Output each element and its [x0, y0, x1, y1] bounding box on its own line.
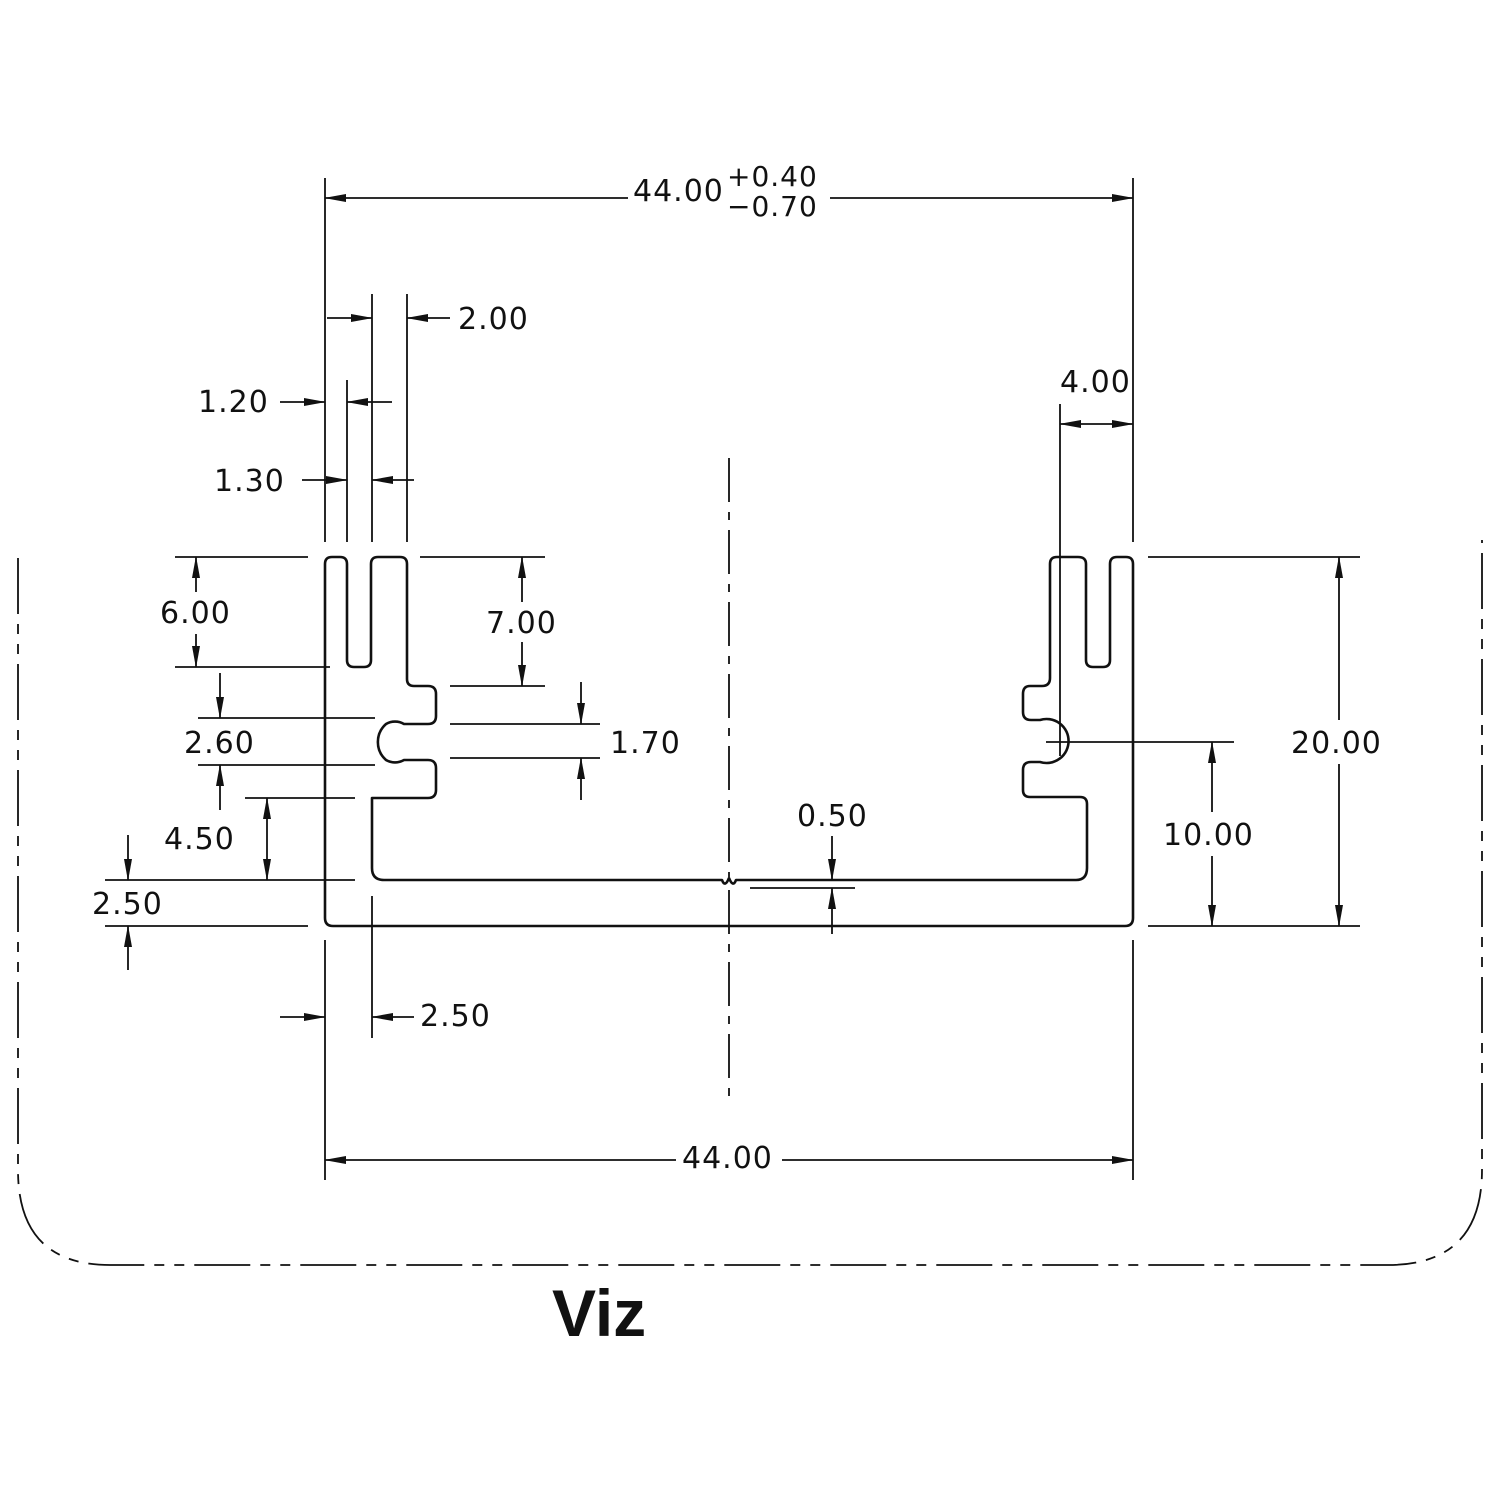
- dim-text-notch-span: 2.60: [184, 726, 255, 761]
- dim-text-base-thickness: 2.50: [92, 887, 163, 922]
- dim-text-overall-bottom: 44.00: [682, 1141, 773, 1176]
- dim-overall-top: 44.00 +0.40 −0.70: [324, 160, 1134, 223]
- dim-text-slot-offset: 2.00: [458, 302, 529, 337]
- dim-text-hole-dia: 1.70: [610, 726, 681, 761]
- dim-overall-height: 20.00: [1291, 556, 1382, 927]
- dim-text-slot-depth-6: 6.00: [160, 596, 231, 631]
- dim-wall-thickness: 2.50: [280, 999, 491, 1034]
- dim-text-slot-depth-7: 7.00: [486, 606, 557, 641]
- dim-text-overall-height: 20.00: [1291, 726, 1382, 761]
- part-profile-right: [727, 555, 1135, 928]
- dim-step-height: 4.50: [164, 797, 271, 881]
- dim-text-slot-width: 1.20: [198, 385, 269, 420]
- dim-overall-bottom: 44.00: [324, 1141, 1134, 1176]
- dim-text-overall-top: 44.00: [633, 174, 724, 209]
- dim-text-hole-height: 10.00: [1163, 818, 1254, 853]
- dim-text-groove-depth: 0.50: [797, 799, 868, 834]
- dim-notch-span: 2.60: [184, 673, 255, 810]
- phantom-outline: [17, 540, 1483, 1266]
- dim-text-step-height: 4.50: [164, 822, 235, 857]
- dim-slot-offset: 2.00: [327, 302, 529, 337]
- dim-slot-depth-6: 6.00: [160, 556, 231, 668]
- dim-hole-height: 10.00: [1163, 741, 1254, 927]
- view-label: Viz: [552, 1276, 646, 1350]
- dim-slot-width: 1.20: [198, 385, 392, 420]
- dim-text-wall-thickness: 2.50: [420, 999, 491, 1034]
- dim-tooth-width: 1.30: [214, 464, 414, 499]
- dim-hole-dia: 1.70: [577, 682, 681, 800]
- extension-lines: [105, 178, 1360, 1180]
- dim-tolerance-minus: −0.70: [727, 190, 818, 223]
- dim-base-thickness: 2.50: [92, 835, 163, 970]
- dim-text-right-hole-offset: 4.00: [1060, 365, 1131, 400]
- dim-tolerance-plus: +0.40: [727, 160, 818, 193]
- dim-right-hole-offset: 4.00: [1059, 365, 1134, 428]
- dim-slot-depth-7: 7.00: [486, 556, 557, 687]
- dim-text-tooth-width: 1.30: [214, 464, 285, 499]
- dim-groove-depth: 0.50: [797, 799, 868, 934]
- part-profile-left: [323, 555, 731, 928]
